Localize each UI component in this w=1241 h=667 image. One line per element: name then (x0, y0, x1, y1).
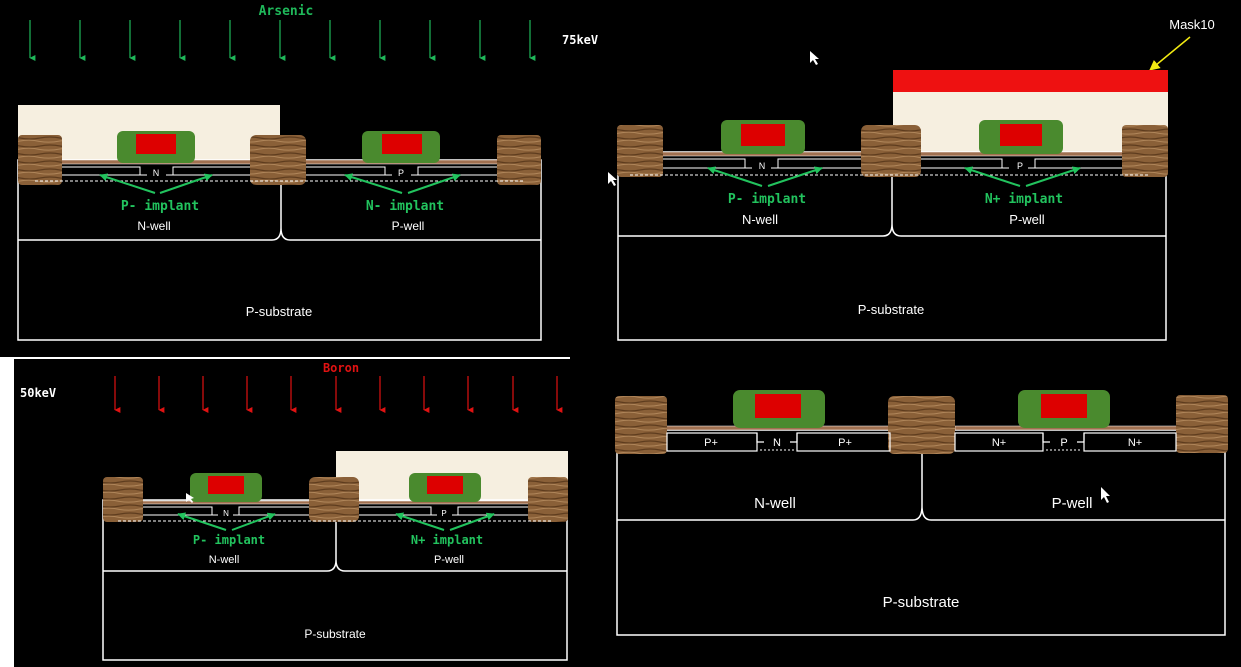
n-well-label: N-well (209, 554, 240, 566)
drain-label: N+ (1128, 437, 1142, 449)
poly-gate (382, 134, 422, 154)
field-oxide (617, 125, 663, 177)
field-oxide (528, 477, 568, 522)
source-label: P+ (704, 437, 718, 449)
panel-top-left: Arsenic 75keV (17, 4, 598, 341)
field-oxide (103, 477, 143, 522)
field-oxide (18, 135, 62, 185)
cursor-icon (810, 51, 819, 65)
p-well-label: P-well (1009, 212, 1045, 227)
substrate-label: P-substrate (883, 594, 960, 611)
substrate-label: P-substrate (304, 627, 366, 641)
channel-label: P (398, 168, 404, 178)
substrate-label: P-substrate (858, 302, 924, 317)
mask-pointer-arrow (1149, 36, 1191, 71)
cursor-icon (186, 493, 194, 503)
n-well-label: N-well (137, 219, 170, 233)
poly-gate (755, 394, 801, 418)
channel-label: N (759, 161, 766, 171)
p-well-label: P-well (434, 554, 464, 566)
field-oxide (615, 396, 667, 454)
cursor-icon (608, 172, 617, 186)
field-oxide (888, 396, 955, 454)
field-oxide (250, 135, 306, 185)
arsenic-ion-arrows (29, 20, 536, 61)
poly-gate (1041, 394, 1087, 418)
channel-label: P (441, 509, 446, 518)
channel-label: N (773, 437, 781, 449)
boron-ion-arrows (114, 376, 563, 413)
drain-label: P+ (838, 437, 852, 449)
panel-bottom-left: Boron 50keV (0, 357, 570, 667)
poly-gate (1000, 124, 1042, 146)
channel-label: P (1017, 161, 1023, 171)
field-oxide (1176, 395, 1228, 453)
panel-bottom-right: P+ N P+ N+ P N+ N-well P-well P-substrat… (615, 390, 1228, 636)
field-oxide (309, 477, 359, 522)
channel-label: N (223, 509, 229, 518)
n-well-label: N-well (754, 495, 796, 512)
substrate-label: P-substrate (246, 304, 312, 319)
implant-label: P- implant (728, 192, 806, 207)
implant-label: P- implant (193, 533, 265, 547)
panel-top-right: Mask10 N P P- implant N+ im (608, 17, 1215, 341)
channel-label: N (153, 168, 160, 178)
implant-label: N+ implant (411, 533, 483, 547)
field-oxide (861, 125, 921, 177)
dopant-label: Arsenic (259, 4, 314, 19)
p-well-label: P-well (392, 219, 425, 233)
p-well-label: P-well (1052, 495, 1093, 512)
energy-label: 75keV (562, 33, 598, 47)
field-oxide (1122, 125, 1168, 177)
poly-gate (208, 476, 244, 494)
mask-label: Mask10 (1169, 17, 1215, 32)
energy-label: 50keV (20, 386, 56, 400)
mask-layer (893, 70, 1168, 92)
dopant-label: Boron (323, 361, 359, 375)
poly-gate (136, 134, 176, 154)
implant-label: P- implant (121, 199, 199, 214)
channel-label: P (1060, 437, 1067, 449)
n-well-label: N-well (742, 212, 778, 227)
panel-edge (0, 359, 14, 667)
implant-label: N- implant (366, 199, 444, 214)
field-oxide (497, 135, 541, 185)
poly-gate (427, 476, 463, 494)
source-label: N+ (992, 437, 1006, 449)
implant-label: N+ implant (985, 192, 1063, 207)
cursor-icon (1101, 487, 1110, 503)
poly-gate (741, 124, 785, 146)
